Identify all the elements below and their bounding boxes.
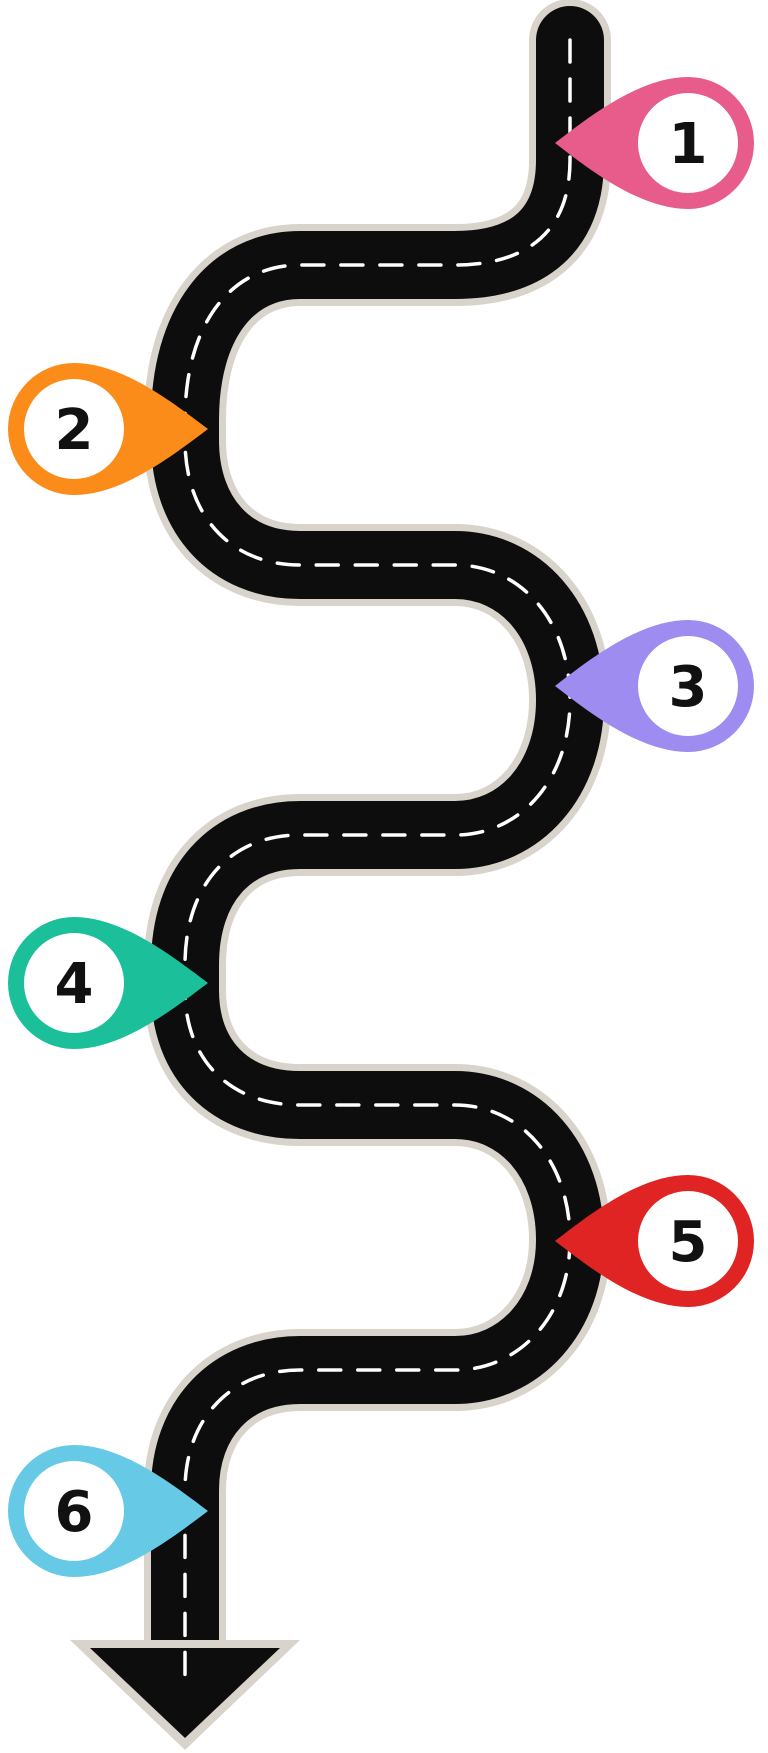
marker-circle bbox=[638, 93, 738, 193]
milestone-marker-5: 5 bbox=[555, 1175, 754, 1307]
marker-number-5: 5 bbox=[669, 1210, 708, 1275]
marker-number-4: 4 bbox=[55, 952, 94, 1017]
arrow-head bbox=[90, 1648, 280, 1738]
milestone-marker-3: 3 bbox=[555, 620, 754, 752]
milestone-marker-2: 2 bbox=[8, 363, 208, 495]
marker-number-6: 6 bbox=[55, 1480, 94, 1545]
marker-number-2: 2 bbox=[55, 398, 94, 463]
milestone-marker-6: 6 bbox=[8, 1445, 208, 1577]
marker-circle bbox=[638, 636, 738, 736]
road bbox=[151, 6, 604, 1694]
marker-circle bbox=[24, 1461, 124, 1561]
marker-circle bbox=[24, 933, 124, 1033]
marker-circle bbox=[638, 1191, 738, 1291]
milestone-marker-4: 4 bbox=[8, 917, 208, 1049]
marker-number-1: 1 bbox=[669, 112, 708, 177]
marker-circle bbox=[24, 379, 124, 479]
milestone-marker-1: 1 bbox=[555, 77, 754, 209]
marker-number-3: 3 bbox=[669, 655, 708, 720]
